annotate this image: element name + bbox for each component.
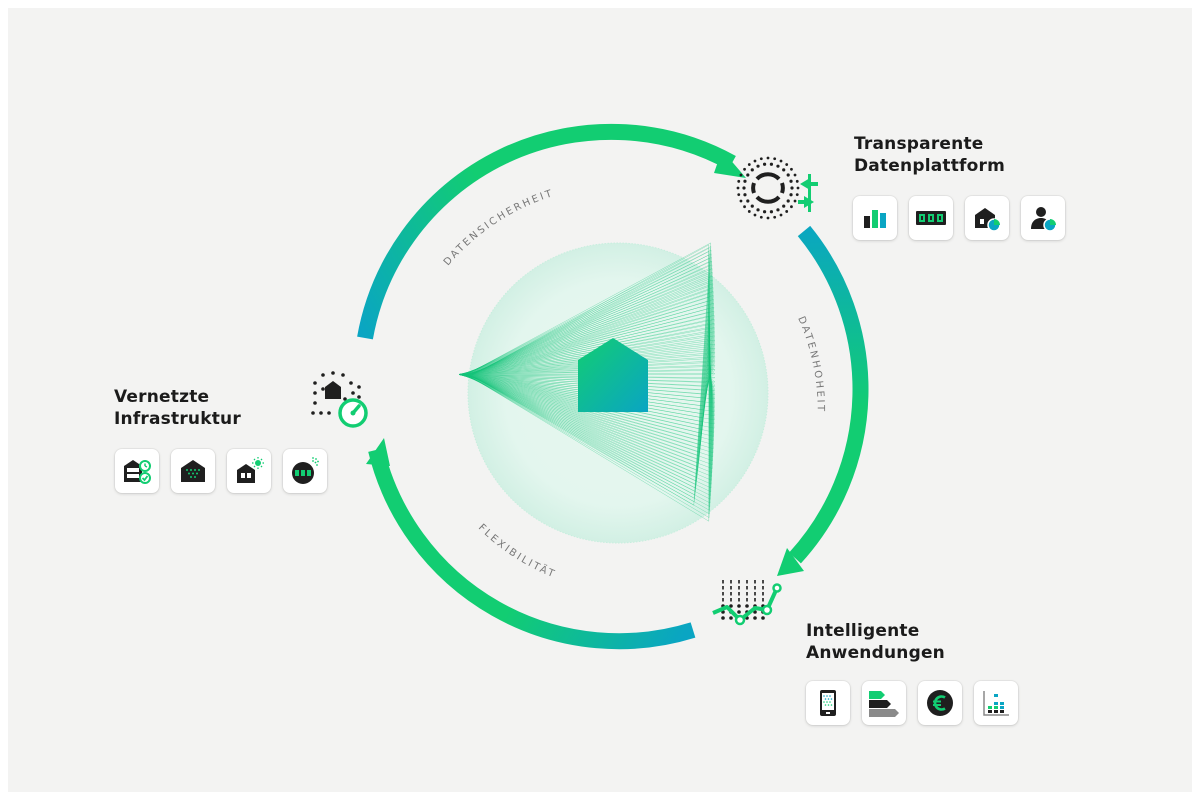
meter-display-icon: [916, 211, 946, 225]
tile-smart-meter[interactable]: [283, 449, 327, 493]
data-sync-icon: [736, 156, 818, 220]
section-title-infrastruktur: Vernetzte Infrastruktur: [114, 386, 241, 430]
tile-server-check[interactable]: [115, 449, 159, 493]
arc-datensicherheit: [357, 123, 736, 340]
tile-house-solar[interactable]: [227, 449, 271, 493]
rotating-triangle-graphic: [458, 242, 716, 522]
bar-chart-icon: [864, 210, 886, 228]
section-title-line1: Transparente: [854, 134, 984, 154]
section-title-line2: Datenplattform: [854, 156, 1006, 176]
section-title-line2: Infrastruktur: [114, 409, 241, 429]
user-pie-chart-icon: [1031, 207, 1057, 232]
section-title-line1: Intelligente: [806, 621, 920, 641]
stacked-chart-icon: [983, 691, 1009, 716]
house-solar-icon: [237, 457, 264, 483]
ring-label-top: DATENSICHERHEIT: [442, 188, 556, 268]
tile-user-pie[interactable]: [1021, 196, 1065, 240]
server-check-icon: [124, 460, 151, 484]
tile-meter-display[interactable]: [909, 196, 953, 240]
section-title-line2: Anwendungen: [806, 643, 945, 663]
arc-flexibilitaet: [368, 448, 696, 650]
tile-energy-label[interactable]: [862, 681, 906, 725]
trend-line-icon: [712, 580, 782, 626]
tiles-infrastruktur: [115, 449, 327, 493]
section-title-datenplattform: Transparente Datenplattform: [854, 133, 1005, 177]
euro-coin-icon: [927, 690, 953, 716]
tiles-anwendungen: [806, 681, 1018, 725]
cycle-diagram: DATENSICHERHEIT DATENHOHEIT FLEXIBILITÄT: [311, 123, 869, 650]
house-gauge-icon: [311, 371, 368, 428]
section-title-anwendungen: Intelligente Anwendungen: [806, 620, 945, 664]
mobile-app-icon: [820, 690, 836, 716]
tile-house-network[interactable]: [171, 449, 215, 493]
house-pie-chart-icon: [975, 208, 1001, 232]
energy-label-icon: [869, 691, 899, 717]
arc-datenhoheit: [789, 225, 869, 564]
house-icon: [578, 338, 648, 412]
cycle-ring: [357, 123, 869, 650]
tile-mobile-app[interactable]: [806, 681, 850, 725]
arc-flexibilitaet-arrowhead: [366, 438, 390, 466]
tile-bar-chart[interactable]: [853, 196, 897, 240]
tile-house-pie[interactable]: [965, 196, 1009, 240]
tile-stacked-chart[interactable]: [974, 681, 1018, 725]
ring-label-right: DATENHOHEIT: [795, 315, 825, 414]
tile-euro-coin[interactable]: [918, 681, 962, 725]
arc-datenhoheit-arrowhead: [777, 548, 804, 576]
diagram-canvas: DATENSICHERHEIT DATENHOHEIT FLEXIBILITÄT: [8, 8, 1192, 792]
house-network-icon: [181, 460, 205, 482]
smart-meter-icon: [292, 457, 319, 484]
section-title-line1: Vernetzte: [114, 387, 210, 407]
ring-label-bottom: FLEXIBILITÄT: [476, 522, 558, 581]
tiles-datenplattform: [853, 196, 1065, 240]
arc-datensicherheit-arrowhead: [714, 150, 746, 178]
